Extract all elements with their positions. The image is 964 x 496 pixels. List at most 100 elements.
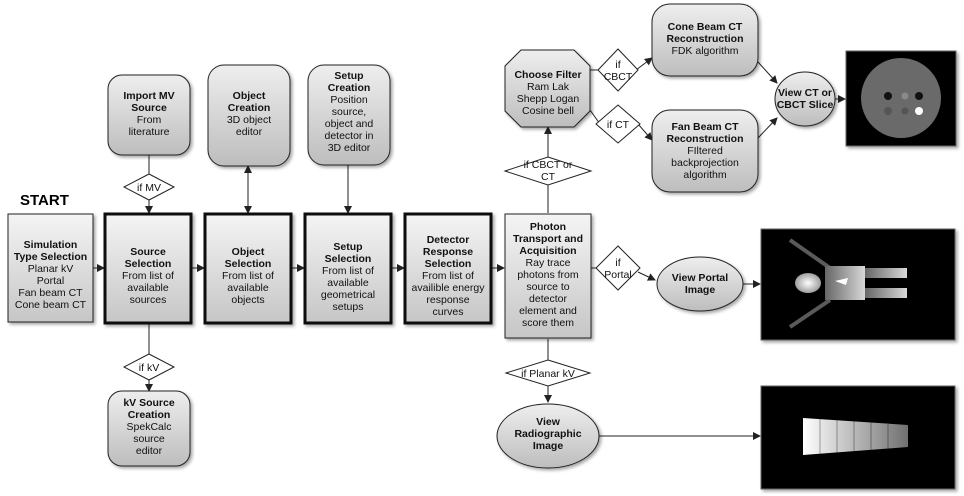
- text-line: source,: [332, 106, 366, 118]
- text-line: Selection: [425, 258, 472, 270]
- text-line: 3D object: [227, 114, 271, 126]
- text-line: Object: [233, 90, 266, 102]
- text-line: Creation: [328, 82, 371, 94]
- text-line: Selection: [225, 258, 272, 270]
- text-line: Portal: [604, 269, 631, 281]
- text-line: CBCT: [604, 71, 633, 83]
- text-line: View CT or: [778, 87, 832, 99]
- text-line: Portal: [37, 275, 64, 287]
- text-line: Detector: [427, 234, 470, 246]
- text-line: element and: [519, 305, 577, 317]
- text-line: Acquisition: [519, 245, 576, 257]
- text-line: View: [536, 416, 561, 428]
- text-line: Import MV: [123, 90, 174, 102]
- text-line: From list of: [122, 270, 174, 282]
- text-line: View Portal: [672, 272, 728, 284]
- text-line: Cone beam CT: [15, 299, 87, 311]
- text-line: Ram Lak: [527, 81, 570, 93]
- text-line: source: [133, 433, 165, 445]
- text-line: if: [615, 59, 620, 71]
- text-line: object and: [325, 118, 374, 130]
- text-line: score them: [522, 317, 574, 329]
- text-line: From list of: [222, 270, 274, 282]
- text-line: kV Source: [123, 397, 175, 409]
- text-line: FDK algorithm: [671, 45, 738, 57]
- if-planar-kv-decision: if Planar kV: [504, 359, 592, 387]
- text-line: photons from: [517, 269, 579, 281]
- text-line: From list of: [422, 270, 474, 282]
- text-line: Response: [423, 246, 473, 258]
- text-line: setups: [333, 301, 364, 313]
- text-line: Selection: [325, 253, 372, 265]
- text-line: Ray trace: [526, 257, 571, 269]
- text-line: if Planar kV: [521, 368, 575, 380]
- text-line: if CT: [607, 119, 630, 131]
- text-line: if kV: [139, 362, 159, 374]
- if-kv-decision: if kV: [122, 353, 176, 381]
- text-line: Type Selection: [14, 251, 87, 263]
- portal-image: [760, 228, 956, 341]
- text-line: detector: [529, 293, 567, 305]
- if-mv-text: if MV: [137, 182, 161, 194]
- text-line: Shepp Logan: [517, 93, 580, 105]
- if-planar-kv-text: if Planar kV: [521, 368, 575, 380]
- text-line: editor: [136, 445, 163, 457]
- text-line: Choose Filter: [514, 69, 581, 81]
- if-mv-decision: if MV: [122, 173, 176, 201]
- text-line: if CBCT or: [524, 159, 573, 171]
- text-line: available: [327, 277, 369, 289]
- text-line: Fan Beam CT: [671, 121, 739, 133]
- text-line: algorithm: [683, 169, 726, 181]
- text-line: Transport and: [513, 233, 583, 245]
- text-line: Radiographic: [514, 428, 581, 440]
- text-line: Cosine bell: [522, 105, 574, 117]
- text-line: source to: [526, 281, 569, 293]
- text-line: curves: [433, 306, 464, 318]
- text-line: literature: [129, 126, 170, 138]
- text-line: Reconstruction: [666, 133, 743, 145]
- text-line: geometrical: [321, 289, 375, 301]
- if-ct-text: if CT: [607, 119, 630, 131]
- text-line: Fan beam CT: [18, 287, 83, 299]
- text-line: Creation: [128, 409, 171, 421]
- text-line: available: [227, 282, 269, 294]
- text-line: objects: [231, 294, 264, 306]
- text-line: sources: [130, 294, 167, 306]
- radiographic-image: [760, 385, 956, 490]
- text-line: Reconstruction: [666, 33, 743, 45]
- text-line: Object: [232, 246, 265, 258]
- start-label: START: [20, 192, 69, 209]
- text-line: available: [127, 282, 169, 294]
